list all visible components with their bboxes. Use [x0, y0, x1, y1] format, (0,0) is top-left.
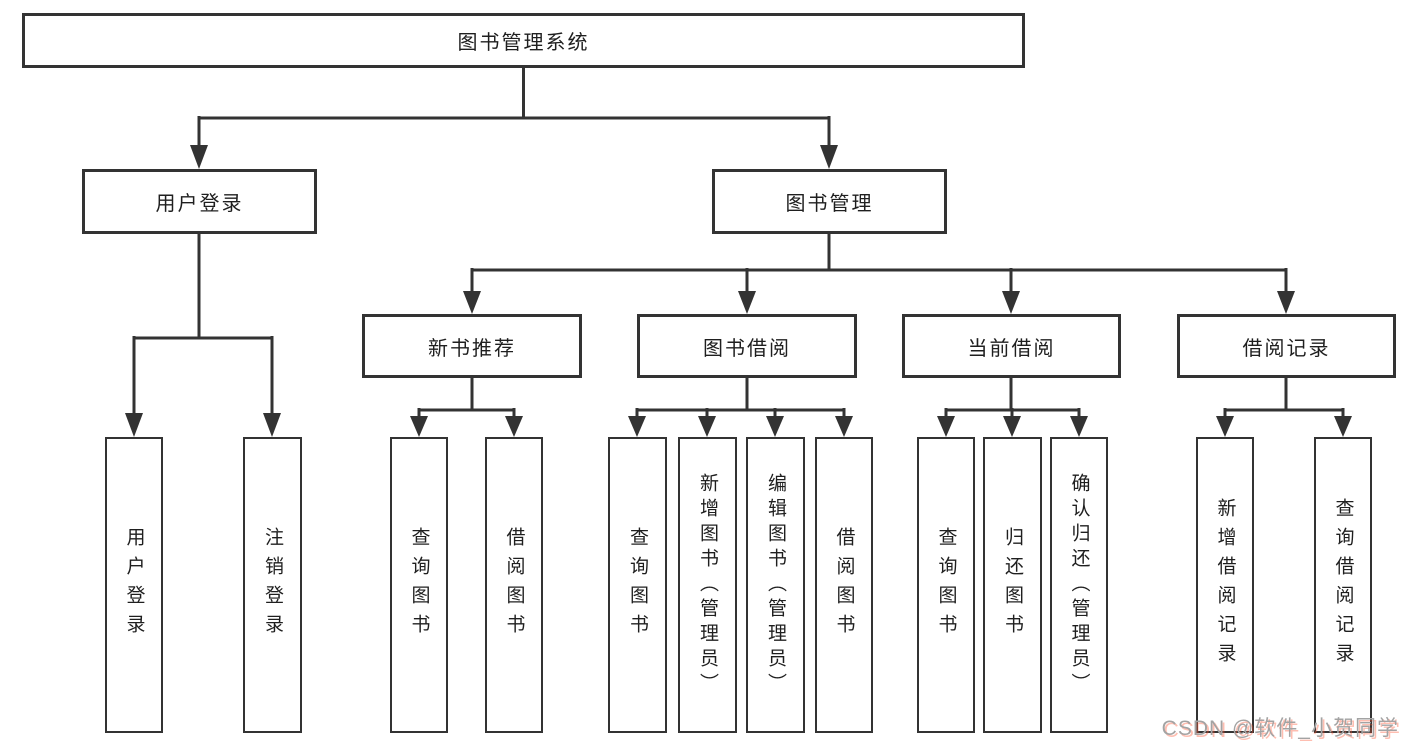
- node-label: 图书管理系统: [457, 32, 590, 54]
- down-arrowhead-icon: [263, 413, 281, 437]
- down-arrowhead-icon: [1334, 416, 1352, 437]
- down-arrowhead-icon: [190, 145, 208, 169]
- node-borrow-books-2: 借阅图书: [815, 437, 873, 733]
- node-query-books-2: 查询图书: [608, 437, 667, 733]
- node-label: 用户登录: [123, 527, 145, 643]
- node-logout: 注销登录: [243, 437, 302, 733]
- down-arrowhead-icon: [1002, 291, 1020, 314]
- connector-borrow-records-children: [1216, 378, 1352, 437]
- down-arrowhead-icon: [820, 145, 838, 169]
- down-arrowhead-icon: [766, 416, 784, 437]
- node-label: 图书借阅: [703, 337, 791, 360]
- down-arrowhead-icon: [125, 413, 143, 437]
- node-user-login: 用户登录: [82, 169, 317, 234]
- node-label: 查询图书: [935, 527, 957, 643]
- connector-book-borrow-children: [628, 378, 853, 437]
- node-current-borrow: 当前借阅: [902, 314, 1121, 378]
- down-arrowhead-icon: [410, 416, 428, 437]
- down-arrowhead-icon: [628, 416, 646, 437]
- node-label: 借阅图书: [503, 527, 525, 643]
- node-new-book-recommend: 新书推荐: [362, 314, 582, 378]
- node-label: 新书推荐: [428, 337, 516, 360]
- down-arrowhead-icon: [1277, 291, 1295, 314]
- node-label: 查询图书: [408, 527, 430, 643]
- node-user-login-leaf: 用户登录: [105, 437, 163, 733]
- node-label: 借阅图书: [833, 527, 855, 643]
- connector-book-mgmt-to-level3: [463, 234, 1295, 314]
- node-label: 用户登录: [155, 193, 244, 215]
- node-borrow-books-1: 借阅图书: [485, 437, 543, 733]
- connector-root-to-level2: [190, 68, 838, 169]
- node-label: 图书管理: [785, 193, 874, 215]
- down-arrowhead-icon: [1070, 416, 1088, 437]
- down-arrowhead-icon: [835, 416, 853, 437]
- down-arrowhead-icon: [937, 416, 955, 437]
- node-query-books-3: 查询图书: [917, 437, 975, 733]
- connector-user-login-children: [125, 234, 281, 437]
- node-label: 编辑图书（管理员）: [765, 472, 786, 698]
- node-book-management: 图书管理: [712, 169, 947, 234]
- node-return-books: 归还图书: [983, 437, 1042, 733]
- connector-new-book-children: [410, 378, 523, 437]
- down-arrowhead-icon: [505, 416, 523, 437]
- node-label: 确认归还（管理员）: [1068, 472, 1090, 698]
- node-label: 借阅记录: [1242, 337, 1331, 360]
- node-label: 当前借阅: [967, 337, 1056, 360]
- down-arrowhead-icon: [738, 291, 756, 314]
- node-book-borrow: 图书借阅: [637, 314, 857, 378]
- down-arrowhead-icon: [698, 416, 716, 437]
- node-query-borrow-record: 查询借阅记录: [1314, 437, 1372, 733]
- node-add-books-admin: 新增图书（管理员）: [678, 437, 737, 733]
- node-query-books-1: 查询图书: [390, 437, 448, 733]
- node-label: 归还图书: [1002, 527, 1023, 643]
- node-borrow-records: 借阅记录: [1177, 314, 1396, 378]
- node-label: 注销登录: [262, 527, 283, 643]
- down-arrowhead-icon: [1216, 416, 1234, 437]
- node-confirm-return-admin: 确认归还（管理员）: [1050, 437, 1108, 733]
- node-label: 新增图书（管理员）: [697, 472, 718, 698]
- node-edit-books-admin: 编辑图书（管理员）: [746, 437, 805, 733]
- down-arrowhead-icon: [463, 291, 481, 314]
- node-add-borrow-record: 新增借阅记录: [1196, 437, 1254, 733]
- node-label: 新增借阅记录: [1214, 498, 1236, 672]
- down-arrowhead-icon: [1003, 416, 1021, 437]
- node-label: 查询图书: [627, 527, 648, 643]
- connector-current-borrow-children: [937, 378, 1088, 437]
- csdn-watermark: CSDN @软件_小贺同学: [1161, 717, 1399, 740]
- node-library-system: 图书管理系统: [22, 13, 1025, 68]
- node-label: 查询借阅记录: [1332, 498, 1354, 672]
